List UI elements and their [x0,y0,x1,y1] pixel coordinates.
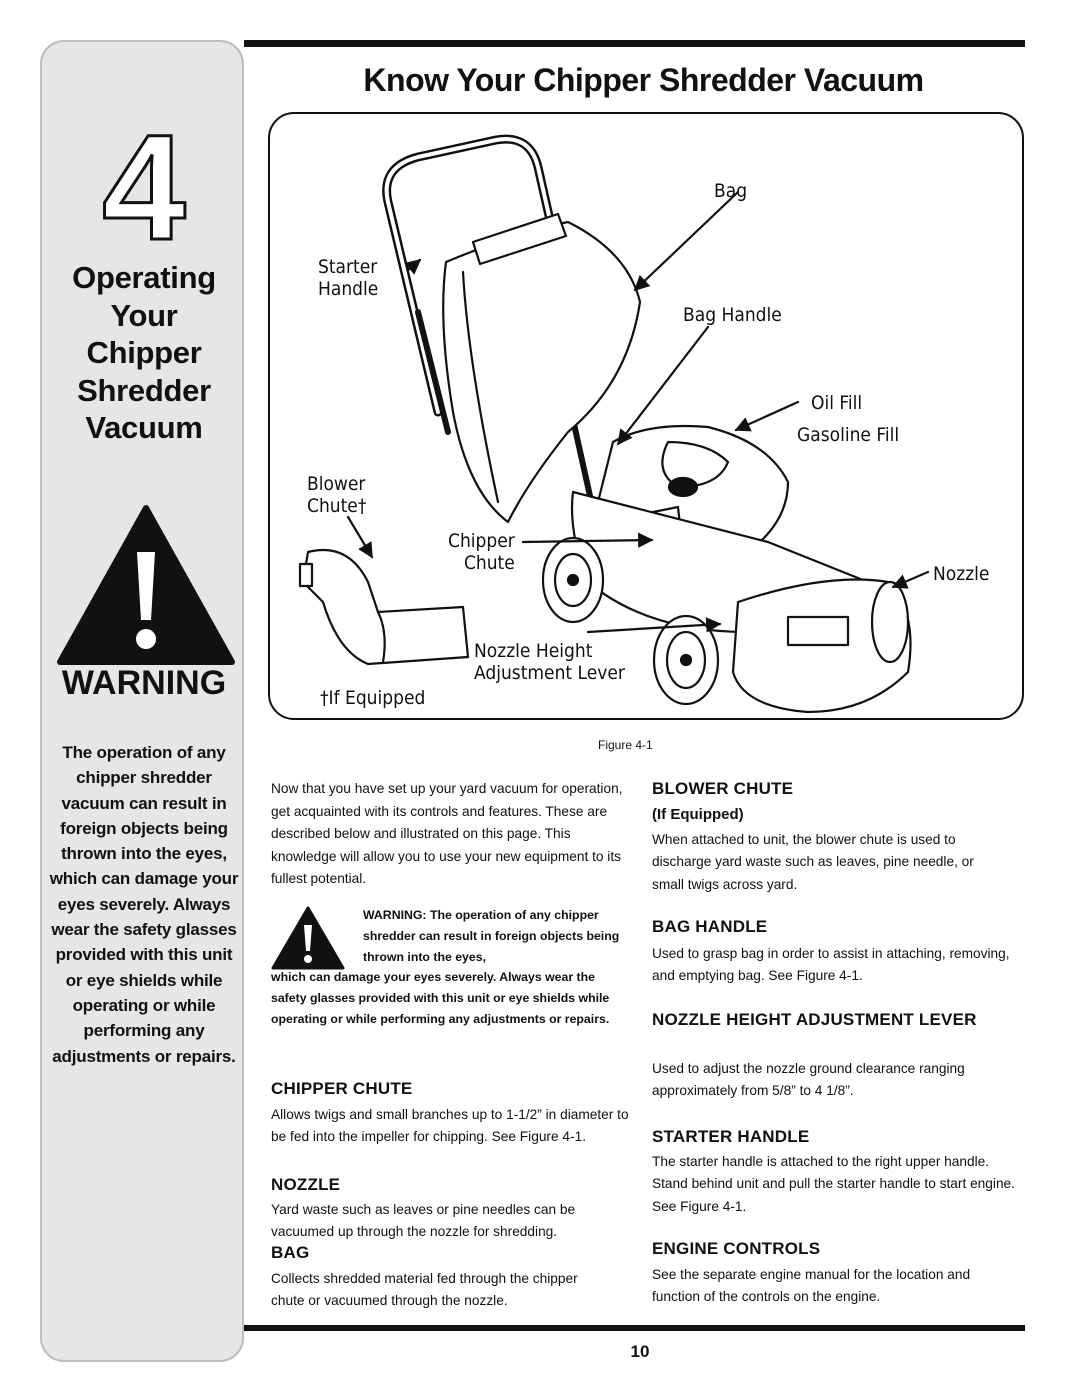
warning-triangle-icon [57,505,235,665]
heading-bag: BAG [271,1243,310,1262]
chapter-title-line: Vacuum [85,410,203,445]
intro-paragraph: Now that you have set up your yard vacuu… [271,781,623,886]
heading-nozzle-height: NOZZLE HEIGHT ADJUSTMENT LEVER [652,1010,977,1029]
label-blower-chute: Blower Chute† [307,473,367,517]
chapter-number: 4 [101,103,187,271]
label-bag-handle: Bag Handle [683,304,782,326]
chapter-sidebar: 4 Operating Your Chipper Shredder Vacuum… [40,40,244,1362]
chapter-title: Operating Your Chipper Shredder Vacuum [42,259,246,447]
chapter-title-line: Operating [72,260,216,295]
page-number: 10 [630,1342,650,1361]
heading-engine-controls: ENGINE CONTROLS [652,1239,821,1258]
figure-frame [268,112,1024,720]
label-gasoline-fill: Gasoline Fill [797,424,900,446]
top-rule [244,40,1025,47]
warning-heading: WARNING [61,664,227,702]
chapter-title-line: Shredder [77,372,211,408]
bottom-rule [244,1325,1025,1331]
body-chipper-chute: Allows twigs and small branches up to 1-… [271,1107,629,1145]
figure-caption: Figure 4-1 [598,738,653,752]
label-nozzle: Nozzle [933,563,990,585]
heading-starter-handle: STARTER HANDLE [652,1127,810,1146]
label-oil-fill: Oil Fill [811,392,863,414]
body-nozzle-height: Used to adjust the nozzle ground clearan… [652,1061,965,1099]
body-bag: Collects shredded material fed through t… [271,1271,578,1309]
label-starter-handle: Starter Handle [318,256,379,300]
heading-blower-chute: BLOWER CHUTE [652,779,794,798]
inline-warning-text-b: which can damage your eyes severely. Alw… [271,970,610,1026]
body-engine-controls: See the separate engine manual for the l… [652,1267,971,1305]
body-blower-chute: When attached to unit, the blower chute … [652,832,974,892]
chapter-title-line: Chipper [86,335,202,370]
warning-text: The operation of any chipper shredder va… [49,743,239,1066]
page-title: Know Your Chipper Shredder Vacuum [363,62,924,98]
heading-nozzle: NOZZLE [271,1175,341,1194]
body-nozzle: Yard waste such as leaves or pine needle… [271,1202,576,1240]
chipper-shredder-illustration [298,134,930,714]
label-chipper-chute: Chipper Chute [448,530,515,574]
chapter-title-line: Your [110,297,178,333]
subheading-blower-chute: (If Equipped) [652,806,744,823]
heading-chipper-chute: CHIPPER CHUTE [271,1079,413,1098]
body-bag-handle: Used to grasp bag in order to assist in … [652,946,1010,984]
label-if-equipped: †If Equipped [320,687,426,709]
inline-warning-text-a: WARNING: The operation of any chipper sh… [363,908,620,964]
warning-triangle-icon [271,906,345,970]
label-nozzle-height-lever: Nozzle Height Adjustment Lever [474,640,625,684]
label-bag: Bag [714,180,748,202]
body-starter-handle: The starter handle is attached to the ri… [652,1154,1015,1214]
heading-bag-handle: BAG HANDLE [652,917,768,936]
